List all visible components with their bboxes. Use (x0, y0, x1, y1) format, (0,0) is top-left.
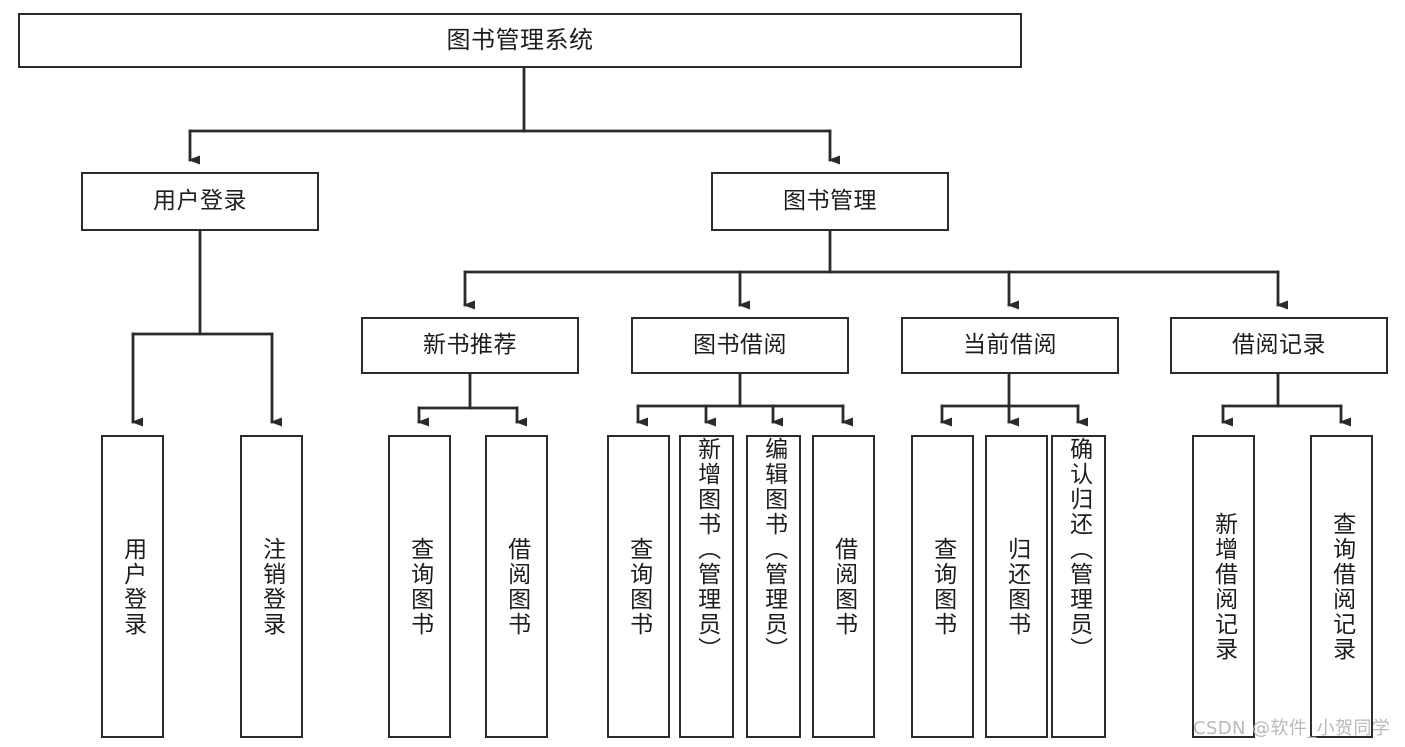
node-root-label: 图书管理系统 (446, 26, 594, 55)
leaf-borrow-books-label: 借阅图书 (830, 536, 857, 637)
node-new-book-recommend-label: 新书推荐 (423, 331, 517, 358)
leaf-user-login-label: 用户登录 (119, 536, 146, 637)
node-current-borrow-label: 当前借阅 (963, 331, 1057, 358)
leaf-confirm-return-admin-label: 确认归还（管理员） (1065, 437, 1092, 662)
node-book-management[interactable]: 图书管理 (711, 172, 949, 231)
node-root[interactable]: 图书管理系统 (18, 13, 1022, 68)
leaf-query-books-borrow-label: 查询图书 (625, 536, 652, 637)
leaf-user-login[interactable]: 用户登录 (101, 435, 164, 738)
leaf-query-books-current-label: 查询图书 (929, 536, 956, 637)
leaf-confirm-return-admin[interactable]: 确认归还（管理员） (1051, 435, 1106, 738)
leaf-add-borrow-record-label: 新增借阅记录 (1210, 511, 1237, 662)
leaf-query-borrow-record-label: 查询借阅记录 (1328, 511, 1355, 662)
node-current-borrow[interactable]: 当前借阅 (901, 317, 1119, 374)
leaf-edit-book-admin-label: 编辑图书（管理员） (760, 437, 787, 662)
csdn-watermark: CSDN @软件_小贺同学 (1193, 718, 1391, 739)
leaf-query-borrow-record[interactable]: 查询借阅记录 (1310, 435, 1373, 738)
leaf-query-books-borrow[interactable]: 查询图书 (607, 435, 670, 738)
leaf-return-books[interactable]: 归还图书 (985, 435, 1048, 738)
node-borrow-records-label: 借阅记录 (1232, 331, 1326, 358)
leaf-borrow-books[interactable]: 借阅图书 (812, 435, 875, 738)
leaf-logout[interactable]: 注销登录 (240, 435, 303, 738)
leaf-query-books-recommend[interactable]: 查询图书 (388, 435, 451, 738)
leaf-add-book-admin-label: 新增图书（管理员） (693, 437, 720, 662)
leaf-add-book-admin[interactable]: 新增图书（管理员） (679, 435, 734, 738)
leaf-borrow-books-recommend-label: 借阅图书 (503, 536, 530, 637)
node-user-login[interactable]: 用户登录 (81, 172, 319, 231)
node-new-book-recommend[interactable]: 新书推荐 (361, 317, 579, 374)
node-book-management-label: 图书管理 (783, 187, 877, 214)
leaf-edit-book-admin[interactable]: 编辑图书（管理员） (746, 435, 801, 738)
leaf-query-books-recommend-label: 查询图书 (406, 536, 433, 637)
leaf-query-books-current[interactable]: 查询图书 (911, 435, 974, 738)
node-borrow-records[interactable]: 借阅记录 (1170, 317, 1388, 374)
node-book-borrow-label: 图书借阅 (693, 331, 787, 358)
leaf-add-borrow-record[interactable]: 新增借阅记录 (1192, 435, 1255, 738)
leaf-borrow-books-recommend[interactable]: 借阅图书 (485, 435, 548, 738)
leaf-logout-label: 注销登录 (258, 536, 285, 637)
node-user-login-label: 用户登录 (153, 187, 247, 214)
leaf-return-books-label: 归还图书 (1003, 536, 1030, 637)
node-book-borrow[interactable]: 图书借阅 (631, 317, 849, 374)
